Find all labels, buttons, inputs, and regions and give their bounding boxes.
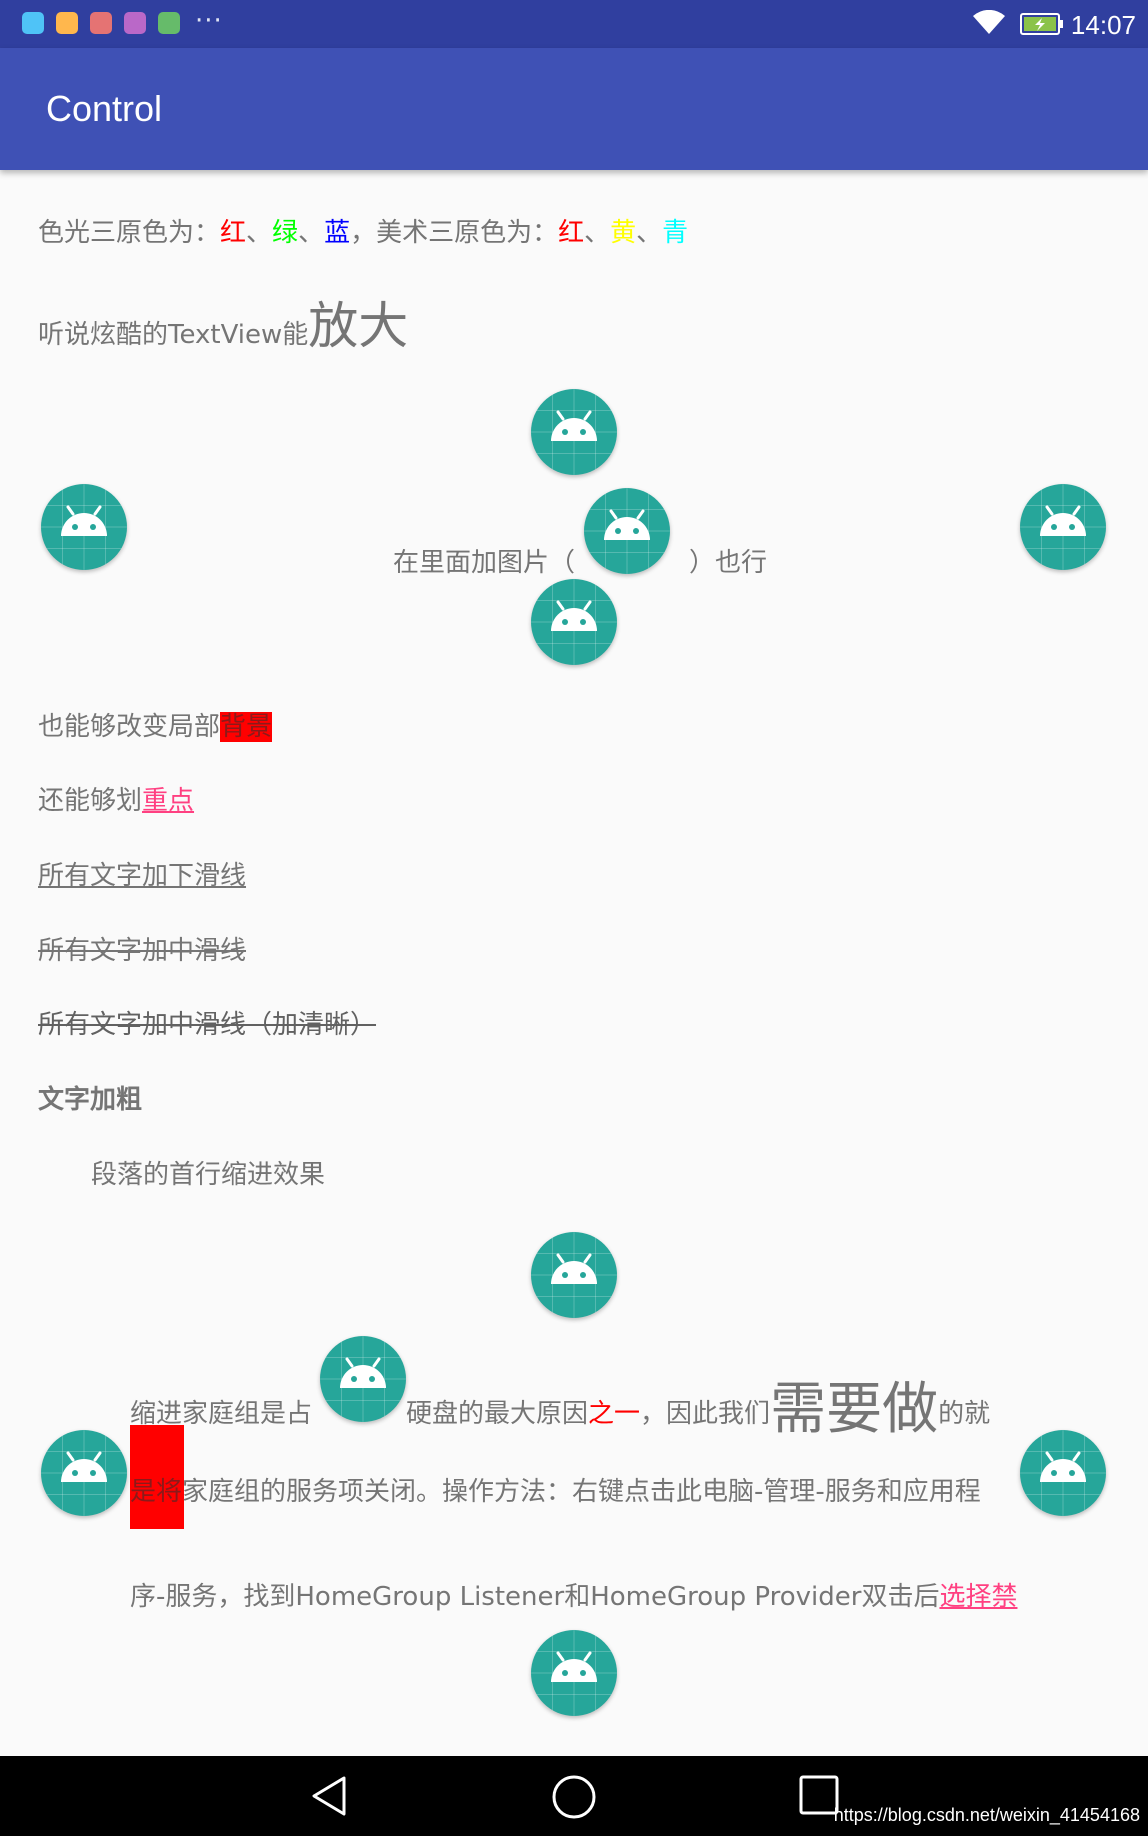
app-bar: Control: [0, 48, 1148, 170]
emphasis-link[interactable]: 重点: [142, 786, 195, 816]
wifi-icon: [973, 10, 1005, 34]
image-inline-line: 在里面加图片（）也行: [393, 548, 768, 578]
enlarged-text: 放大: [308, 297, 409, 355]
paragraph-line-2: 是将家庭组的服务项关闭。操作方法：右键点击此电脑-管理-服务和应用程: [130, 1477, 981, 1507]
notification-app-icon: [158, 12, 180, 34]
enlarged-text: 需要做: [770, 1377, 939, 1442]
android-icon: [531, 579, 617, 665]
disable-link[interactable]: 选择禁: [939, 1582, 1018, 1612]
android-icon: [320, 1336, 406, 1422]
android-icon: [584, 488, 670, 574]
android-icon: [531, 1630, 617, 1716]
paragraph-line-3: 序-服务，找到HomeGroup Listener和HomeGroup Prov…: [130, 1582, 1018, 1612]
overflow-dots: ···: [195, 6, 223, 36]
notification-app-icon: [22, 12, 44, 34]
home-icon[interactable]: [551, 1774, 597, 1820]
content-area: 色光三原色为：红、绿、蓝，美术三原色为：红、黄、青 听说炫酷的TextView能…: [0, 170, 1148, 1756]
status-time: 14:07: [1070, 10, 1136, 40]
status-bar: ··· 14:07: [0, 0, 1148, 48]
android-icon: [1020, 484, 1106, 570]
tall-highlight-block: [130, 1425, 184, 1529]
app-title: Control: [46, 88, 163, 129]
battery-charging-icon: [1020, 13, 1063, 35]
enlarge-text-line: 听说炫酷的TextView能放大: [38, 297, 409, 355]
android-icon: [41, 1430, 127, 1516]
notification-app-icon: [124, 12, 146, 34]
background-highlight-line: 也能够改变局部背景: [38, 712, 273, 742]
android-icon: [41, 484, 127, 570]
watermark-text: https://blog.csdn.net/weixin_41454168: [833, 1805, 1140, 1825]
notification-app-icon: [56, 12, 78, 34]
notification-app-icon: [90, 12, 112, 34]
underline-text: 所有文字加下滑线: [38, 861, 247, 891]
recents-icon[interactable]: [798, 1774, 840, 1816]
android-icon: [531, 389, 617, 475]
highlighted-text: 背景: [220, 712, 273, 742]
back-icon[interactable]: [306, 1774, 350, 1818]
android-icon: [531, 1232, 617, 1318]
android-icon: [1020, 1430, 1106, 1516]
emphasis-line: 还能够划重点: [38, 786, 195, 816]
paragraph-line-1: 缩进家庭组是占硬盘的最大原因之一，因此我们需要做的就: [130, 1377, 991, 1442]
bold-text: 文字加粗: [38, 1085, 143, 1115]
primary-colors-line: 色光三原色为：红、绿、蓝，美术三原色为：红、黄、青: [38, 218, 689, 248]
strikethrough-clear-text: 所有文字加中滑线（加清晰）: [38, 1010, 377, 1040]
first-line-indent-text: 段落的首行缩进效果: [91, 1160, 326, 1190]
strikethrough-text: 所有文字加中滑线: [38, 936, 247, 966]
navigation-bar: https://blog.csdn.net/weixin_41454168: [0, 1756, 1148, 1836]
